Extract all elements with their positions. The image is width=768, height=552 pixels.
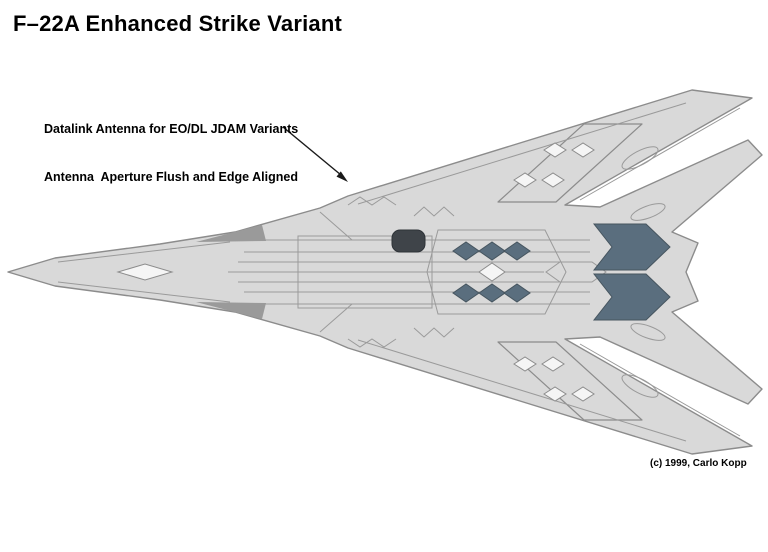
wing-diamond — [513, 356, 537, 372]
aft-panel-ellipse — [630, 323, 666, 341]
wing-diamond — [513, 172, 537, 188]
canopy-shade-right — [196, 302, 266, 319]
datalink-annotation: Datalink Antenna for EO/DL JDAM Variants… — [44, 88, 298, 218]
copyright-note: (c) 1999, Carlo Kopp — [650, 458, 747, 469]
wing-diamond — [541, 356, 565, 372]
datalink-antenna-marker — [391, 229, 426, 253]
wing-diamond — [571, 142, 595, 158]
nose-diamond — [116, 263, 174, 281]
aft-panel-ellipse — [630, 203, 666, 221]
engine-nozzle-left — [592, 223, 671, 271]
annotation-line-2: Antenna Aperture Flush and Edge Aligned — [44, 170, 298, 185]
engine-nozzles — [592, 223, 671, 321]
wing-diamond — [543, 142, 567, 158]
jdam-diamond — [503, 241, 531, 261]
annotation-line-1: Datalink Antenna for EO/DL JDAM Variants — [44, 121, 299, 136]
wing-diamond — [541, 172, 565, 188]
engine-nozzle-right — [592, 273, 671, 321]
arrow-line — [282, 126, 342, 176]
center-diamond — [478, 262, 506, 282]
jdam-diamond — [503, 283, 531, 303]
annotation-arrow — [282, 126, 348, 182]
detail-diamonds — [116, 142, 595, 402]
canopy-shading — [196, 225, 266, 319]
arrow-head — [336, 171, 348, 182]
wing-diamond — [543, 386, 567, 402]
page-title: F–22A Enhanced Strike Variant — [13, 11, 343, 36]
wing-diamond — [571, 386, 595, 402]
jdam-markers — [452, 241, 531, 303]
wing-panel-ellipse — [621, 374, 659, 398]
canopy-shade-left — [196, 225, 266, 242]
wing-panel-ellipse — [621, 146, 659, 170]
